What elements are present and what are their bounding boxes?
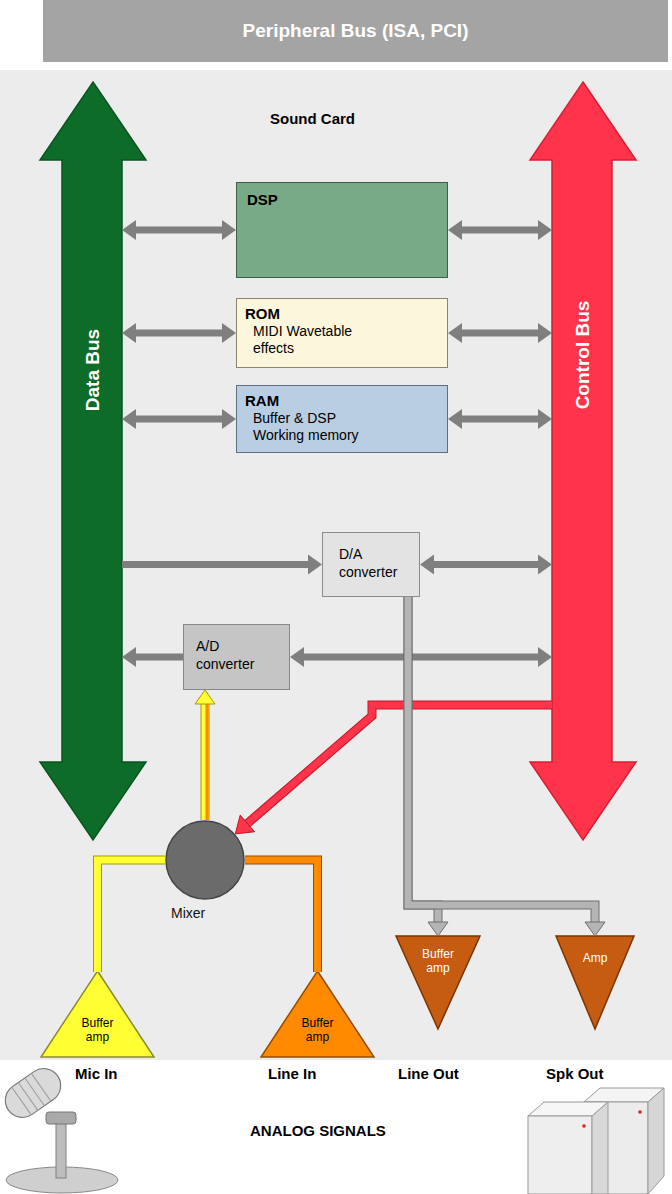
bus-arrow-shape [40,82,146,840]
connector-line [461,330,539,337]
port-label: Line Out [398,1065,459,1082]
converter-box: A/D converter [183,624,290,690]
connector-line [122,561,309,568]
speakers [528,1116,592,1194]
connector-line [135,227,223,234]
triangle-shape [555,935,635,1030]
microphone [0,1062,67,1124]
node-title: RAM [245,392,439,410]
circle-shape [166,821,244,899]
microphone [0,1062,118,1193]
microphone [25,1078,45,1106]
connector-line [135,416,223,423]
node-title: DSP [247,191,437,208]
node-title: D/A converter [339,545,413,581]
microphone [46,1112,76,1124]
connector-line [206,703,209,820]
connector-line [201,703,210,820]
bus-band: Peripheral Bus (ISA, PCI) [43,0,668,62]
connector-line [461,227,539,234]
amp-triangle: Buffer amp [40,970,155,1058]
amp-triangle: Buffer amp [395,935,481,1030]
node-title: Amp [566,951,624,965]
amp-triangle: Amp [555,935,635,1030]
node-body: MIDI Wavetable effects [253,323,383,357]
process-box: DSP [236,182,448,278]
connector-line [135,330,223,337]
connector-line [461,416,539,423]
data-bus-arrow: Data Bus [40,82,146,840]
control-bus-arrow: Control Bus [530,82,636,840]
speakers [582,1124,586,1128]
process-box: RAMBuffer & DSP Working memory [236,385,448,453]
node-title: Data Bus [82,270,104,470]
circle-shape [165,820,245,900]
node-title: Buffer amp [409,947,467,975]
triangle-shape [41,971,154,1057]
mixer-circle: Mixer [165,820,245,900]
node-title: ROM [245,305,439,323]
node-title: Buffer amp [289,1016,347,1044]
node-title: Peripheral Bus (ISA, PCI) [43,0,668,62]
bus-arrow-shape [530,82,636,840]
speakers [528,1088,664,1194]
speakers [592,1102,608,1194]
node-body: Buffer & DSP Working memory [253,410,373,444]
connector-line [433,561,539,568]
speakers [648,1088,664,1194]
node-title: Sound Card [270,110,355,127]
amp-triangle: Buffer amp [260,970,375,1058]
microphone [56,1118,66,1178]
triangle-shape [40,970,155,1058]
connector-line [202,703,209,820]
triangle-shape [556,936,634,1029]
triangle-shape [261,971,374,1057]
triangle-shape [396,936,480,1029]
node-title: Control Bus [572,255,594,455]
microphone [0,1062,67,1124]
speakers [584,1102,648,1194]
bus-arrow-shape [40,82,146,840]
process-box: ROMMIDI Wavetable effects [236,298,448,368]
microphone [18,1083,38,1111]
connector-line [303,654,539,661]
port-label: Line In [268,1065,316,1082]
node-title: Buffer amp [69,1016,127,1044]
connector-line [135,654,183,661]
converter-box: D/A converter [322,532,420,597]
port-label: Spk Out [546,1065,604,1082]
port-label: Mic In [75,1065,118,1082]
microphone [12,1088,30,1114]
speakers [638,1110,642,1114]
node-title: Mixer [171,905,205,921]
node-title: A/D converter [196,637,270,673]
caption-label: ANALOG SIGNALS [250,1122,386,1139]
triangle-shape [260,970,375,1058]
microphone [31,1073,51,1101]
bus-arrow-shape [530,82,636,840]
